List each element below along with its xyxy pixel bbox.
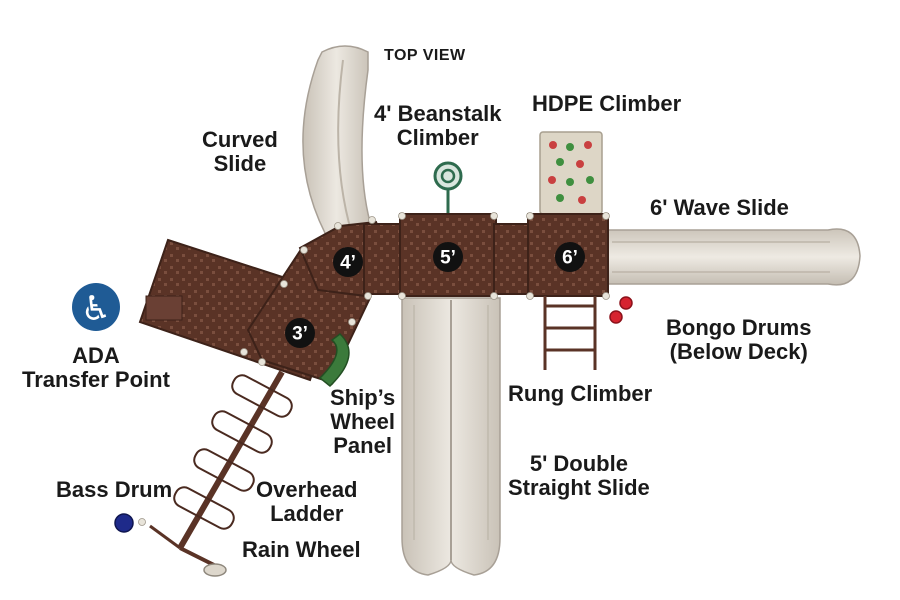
rung-climber-shape <box>543 296 597 370</box>
deck-height-label: 4’ <box>340 253 356 274</box>
bass-drum-shape <box>114 513 134 533</box>
wave-slide-label: 6' Wave Slide <box>650 195 789 220</box>
deck-height-label: 3’ <box>292 324 308 345</box>
deck-marker-4: 4’ <box>333 247 363 277</box>
svg-text:♿: ♿ <box>81 290 111 328</box>
accessibility-icon: ♿ <box>72 283 120 331</box>
deck-height-label: 6’ <box>562 248 578 269</box>
bongo-drums-label: Bongo Drums(Below Deck) <box>666 315 812 364</box>
deck-marker-5: 5’ <box>433 242 463 272</box>
deck-structure <box>138 212 610 386</box>
deck-marker-3: 3’ <box>285 318 315 348</box>
wave-slide-shape <box>605 228 861 286</box>
curved-slide-shape <box>302 45 371 248</box>
overhead-ladder-shape <box>149 370 293 567</box>
rung-climber-label: Rung Climber <box>508 381 653 406</box>
rain-wheel-label: Rain Wheel <box>242 537 361 562</box>
beanstalk-climber-shape <box>433 161 463 191</box>
deck-height-label: 5’ <box>440 248 456 269</box>
bongo-drums-shape <box>609 296 633 324</box>
bass-drum-label: Bass Drum <box>56 477 173 502</box>
climbing-holds <box>548 141 594 204</box>
ships-wheel-panel-shape <box>318 333 350 387</box>
rain-wheel-shape <box>203 563 227 577</box>
hdpe-climber-label: HDPE Climber <box>532 91 682 116</box>
deck-marker-6: 6’ <box>555 242 585 272</box>
view-title: TOP VIEW <box>384 47 466 64</box>
